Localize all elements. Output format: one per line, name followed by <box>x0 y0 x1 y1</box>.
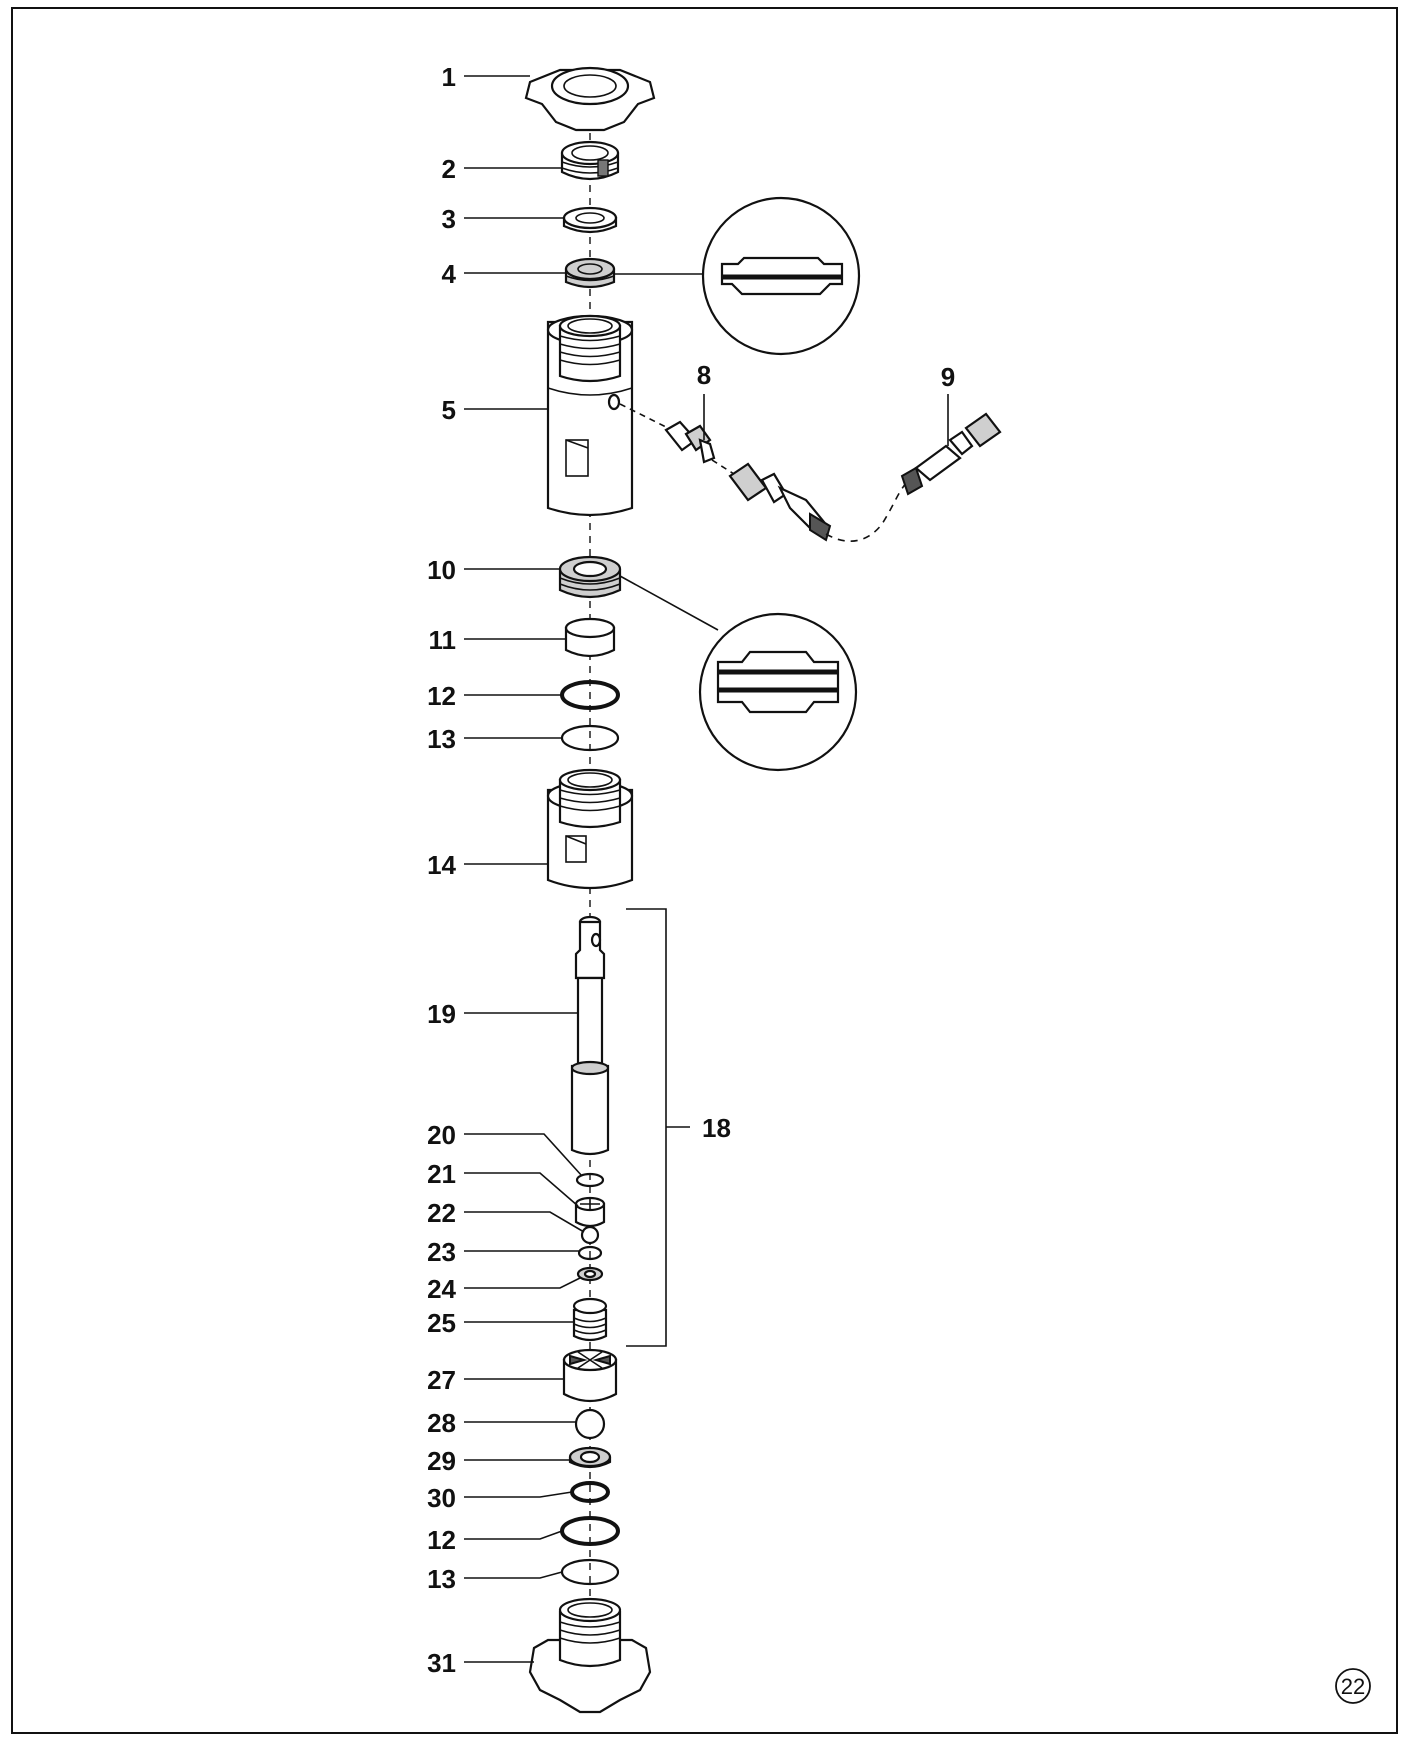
label-part-12-lower: 12 <box>427 1525 456 1555</box>
label-part-21: 21 <box>427 1159 456 1189</box>
page-number-badge: 22 <box>1335 1668 1371 1704</box>
part-29-seat <box>568 1446 612 1469</box>
part-24-tiny-washer <box>576 1266 604 1282</box>
label-part-12: 12 <box>427 681 456 711</box>
part-10-seal-housing <box>558 555 622 599</box>
part-23-tiny-ring <box>577 1245 603 1261</box>
label-part-19: 19 <box>427 999 456 1029</box>
label-part-11: 11 <box>429 625 457 655</box>
part-4-seal-nut <box>564 257 616 289</box>
part-9-hose-assembly <box>711 412 1002 542</box>
label-part-1: 1 <box>442 62 456 92</box>
label-part-2: 2 <box>442 154 456 184</box>
label-part-8: 8 <box>697 360 711 390</box>
label-part-31: 31 <box>427 1648 456 1678</box>
part-3-washer <box>562 206 618 234</box>
label-part-3: 3 <box>442 204 456 234</box>
part-28-ball <box>574 1408 606 1440</box>
part-27-cage <box>562 1348 618 1403</box>
part-8-fitting <box>619 403 716 464</box>
label-part-9: 9 <box>941 362 955 392</box>
label-part-18: 18 <box>702 1113 731 1143</box>
diagram-border <box>11 7 1398 1734</box>
part-5-cylinder-body <box>546 314 634 517</box>
label-part-30: 30 <box>427 1483 456 1513</box>
part-14-lower-cylinder <box>546 768 634 890</box>
label-part-14: 14 <box>427 850 456 880</box>
part-21-valve-body <box>574 1196 606 1228</box>
label-part-24: 24 <box>427 1274 456 1304</box>
part-2-threaded-bushing <box>560 140 620 181</box>
part-20-small-ring <box>575 1172 605 1188</box>
detail-circle-lower <box>619 575 858 772</box>
part-labels: 1 2 3 4 5 8 9 10 11 12 13 14 19 18 20 21… <box>427 62 955 1678</box>
page-number: 22 <box>1341 1674 1365 1699</box>
label-part-13-lower: 13 <box>427 1564 456 1594</box>
label-part-10: 10 <box>427 555 456 585</box>
part-22-ball <box>580 1225 600 1245</box>
label-part-29: 29 <box>427 1446 456 1476</box>
bracket-18 <box>626 908 667 1347</box>
part-1-wing-nut <box>524 66 656 132</box>
label-part-23: 23 <box>427 1237 456 1267</box>
part-19-piston-rod <box>570 915 610 1156</box>
part-31-wing-base <box>528 1597 652 1714</box>
label-part-22: 22 <box>427 1198 456 1228</box>
leader-lines <box>464 75 949 1663</box>
detail-circle-upper <box>614 196 861 356</box>
label-part-5: 5 <box>442 395 456 425</box>
label-part-4: 4 <box>442 259 457 289</box>
part-11-sleeve <box>564 617 616 658</box>
part-25-threaded-insert <box>572 1297 608 1342</box>
detail-leader-lower <box>619 575 719 631</box>
label-part-28: 28 <box>427 1408 456 1438</box>
label-part-20: 20 <box>427 1120 456 1150</box>
label-part-27: 27 <box>427 1365 456 1395</box>
label-part-13: 13 <box>427 724 456 754</box>
label-part-25: 25 <box>427 1308 456 1338</box>
